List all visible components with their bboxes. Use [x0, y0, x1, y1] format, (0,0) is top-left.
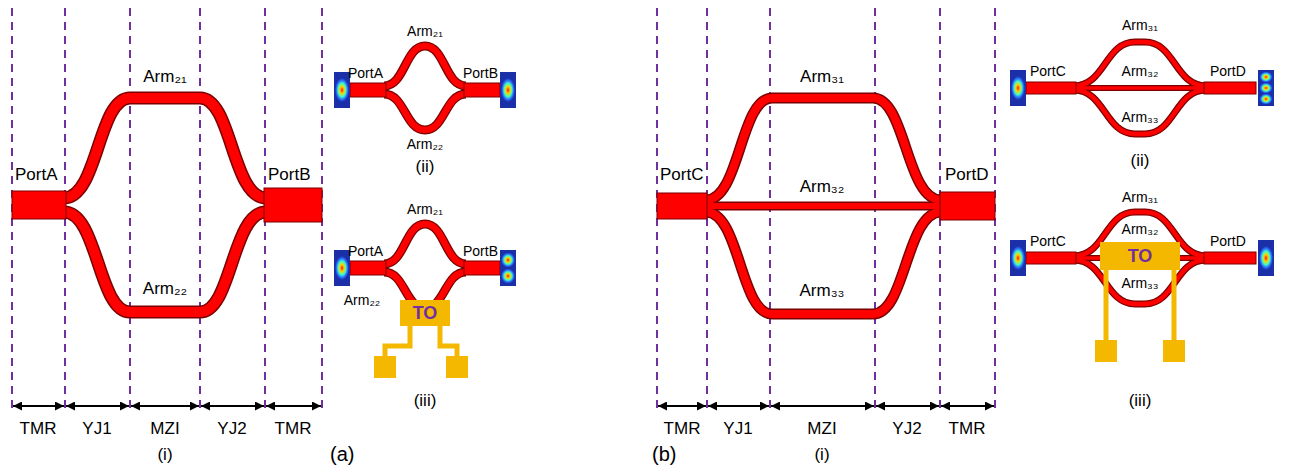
part-label: (ii)	[416, 158, 435, 175]
heater-label: TO	[413, 304, 438, 322]
part-label: Arm₃₃	[1121, 276, 1158, 290]
part-label: TMR	[664, 420, 701, 437]
mode-profile	[500, 250, 516, 286]
part-label: Arm₂₂	[143, 280, 187, 297]
part-label: Arm₃₂	[1122, 64, 1159, 78]
part-label: Arm₃₂	[800, 178, 845, 195]
heater-box: TO	[1100, 242, 1180, 270]
waveguide	[1026, 212, 1256, 304]
heater-electrode	[1095, 268, 1185, 362]
waveguide	[350, 46, 500, 130]
part-label: TMR	[20, 420, 57, 437]
section-length-arrow	[13, 405, 994, 407]
part-label: (b)	[652, 444, 676, 464]
part-label: TMR	[949, 420, 986, 437]
part-label: Arm₃₂	[1122, 222, 1159, 236]
part-label: Arm₃₁	[1122, 18, 1158, 32]
part-label: (i)	[814, 446, 829, 463]
section-divider	[12, 8, 995, 414]
part-label: Arm₂₁	[407, 202, 443, 216]
part-label: Arm₂₂	[407, 137, 444, 151]
mode-profile	[500, 72, 516, 108]
part-label: PortD	[1210, 64, 1246, 78]
part-label: TMR	[275, 420, 312, 437]
part-label: PortC	[660, 166, 703, 183]
mode-profile	[1258, 240, 1274, 276]
part-label: Arm₃₁	[1122, 190, 1158, 204]
mode-profile	[334, 250, 350, 286]
part-label: PortD	[945, 166, 988, 183]
part-label: Arm₃₃	[799, 282, 844, 299]
part-label: PortC	[1030, 234, 1066, 248]
part-label: Arm₃₃	[1121, 110, 1158, 124]
part-label: PortB	[463, 66, 498, 80]
part-label: PortB	[268, 166, 311, 183]
mode-profile	[1010, 70, 1026, 106]
part-label: YJ1	[82, 420, 111, 437]
mode-profile	[1258, 70, 1274, 106]
heater-electrode	[374, 324, 468, 378]
heater-box: TO	[400, 300, 450, 326]
waveguide	[657, 98, 995, 314]
part-label: (iii)	[414, 392, 437, 409]
part-label: Arm₂₁	[143, 68, 187, 85]
part-label: PortA	[348, 244, 383, 258]
part-label: Arm₂₂	[344, 293, 381, 307]
part-label: MZI	[150, 420, 179, 437]
part-label: (i)	[157, 446, 172, 463]
mode-profile	[334, 72, 350, 108]
mode-profile	[1010, 240, 1026, 276]
part-label: YJ1	[723, 420, 752, 437]
part-label: MZI	[807, 420, 836, 437]
part-label: (iii)	[1129, 392, 1152, 409]
waveguide	[12, 98, 322, 312]
part-label: Arm₃₁	[800, 68, 844, 85]
part-label: PortA	[15, 166, 58, 183]
part-label: YJ2	[217, 420, 246, 437]
heater-label: TO	[1128, 247, 1153, 265]
part-label: PortD	[1210, 234, 1246, 248]
part-label: (a)	[330, 444, 354, 464]
part-label: PortB	[463, 244, 498, 258]
part-label: YJ2	[892, 420, 921, 437]
part-label: (ii)	[1131, 152, 1150, 169]
part-label: PortA	[348, 66, 383, 80]
part-label: PortC	[1030, 64, 1066, 78]
part-label: Arm₂₁	[407, 24, 443, 38]
waveguide	[1026, 42, 1256, 134]
